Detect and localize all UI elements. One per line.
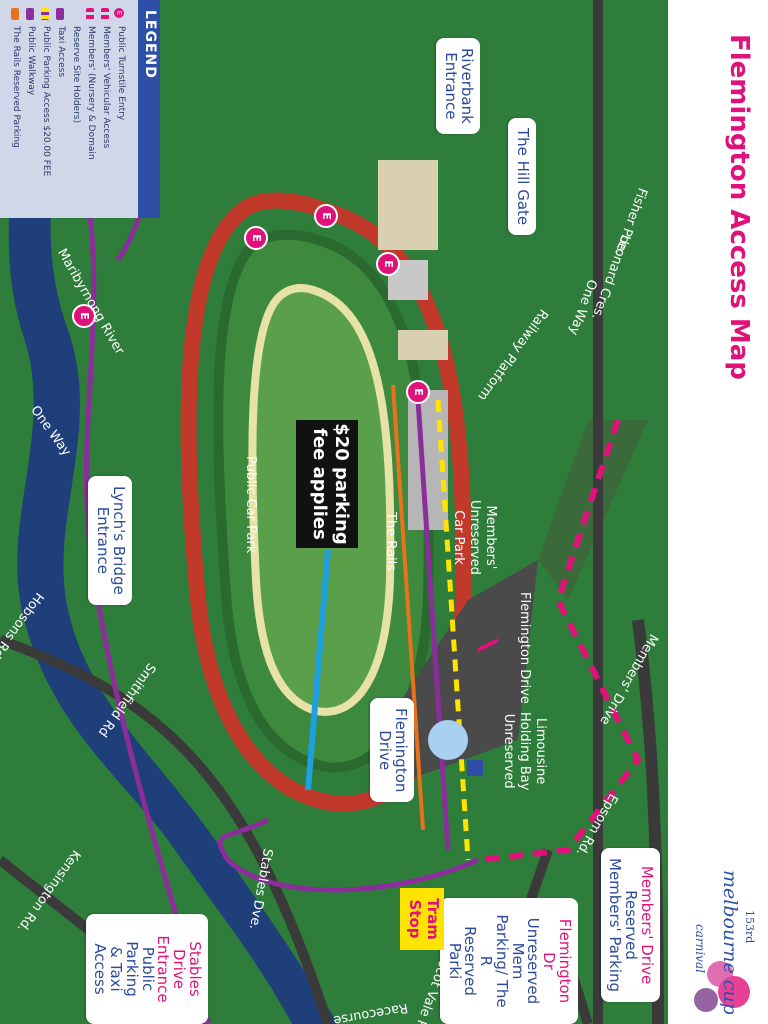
callout-stables-line3: & Taxi Access (91, 943, 126, 995)
callout-flem-res-line1: Unreserved Mem (508, 917, 543, 1005)
callout-members-drive-line1: Reserved (622, 890, 641, 960)
parking-fee-line2: fee applies (309, 428, 330, 540)
callout-lynchs-line2: Entrance (94, 506, 113, 574)
legend-item-label: Public Walkway (26, 26, 36, 96)
legend-item-label: Members' (Nursery & Domain (86, 26, 96, 160)
callout-stables-title: Stables Drive (170, 941, 204, 997)
callout-stables-line2: Public Parking (123, 941, 157, 997)
callout-members-drive-line2: Members' Parking (606, 858, 625, 993)
legend-heading: LEGEND (142, 10, 158, 79)
label-members-unreserved: Members' Unreserved Car Park (450, 500, 498, 575)
stand-3 (398, 330, 448, 360)
rails-reserved-route (391, 384, 425, 831)
public-parking-link (305, 549, 331, 791)
legend-item-label: Reserve Site Holders) (71, 26, 81, 124)
callout-flemington-drive: Flemington Drive (370, 698, 414, 803)
callout-hill-gate: The Hill Gate (508, 118, 536, 236)
legend-swatch (86, 8, 94, 20)
legend-swatch (11, 8, 19, 20)
callout-stables-line1: Entrance (154, 935, 173, 1003)
callout-hill-gate-line1: The Hill Gate (514, 128, 532, 226)
tram-stop-sign: Tram Stop (400, 888, 444, 950)
label-flemington-drive-road: Flemington Drive (517, 592, 532, 704)
logo-flowers (694, 961, 750, 1012)
callout-flem-res-title: Flemington Dr (540, 918, 574, 1004)
turnstile-entry-marker: E (314, 204, 338, 228)
road-smithfield (0, 635, 333, 1024)
label-members-unreserved-line1: Members' (483, 505, 498, 570)
label-members-unreserved-line3: Car Park (451, 510, 466, 565)
logo-name: melbourne cup (719, 870, 741, 1014)
legend-item-label: Public Parking Access $20.00 FEE (41, 26, 51, 177)
label-members-unreserved-line2: Unreserved (467, 500, 482, 575)
members-car-park (388, 560, 538, 780)
info-sign (467, 760, 483, 776)
turnstile-entry-marker: E (406, 380, 430, 404)
legend: LEGEND E Public Turnstile Entry Members' V… (0, 0, 160, 218)
callout-flemington-drive-reserved: Flemington Dr Unreserved Mem Parking/ Th… (440, 898, 578, 1024)
taxi-access-route (415, 399, 451, 851)
turnstile-entry-marker: E (244, 226, 268, 250)
members-vehicular-route (477, 419, 642, 863)
callout-lynchs-line1: Lynch's Bridge (110, 486, 128, 595)
tram-stop-line1: Tram (424, 898, 442, 940)
legend-swatch (56, 8, 64, 20)
callout-members-drive-title: Members' Drive (638, 865, 656, 985)
members-drive-marker (477, 638, 499, 652)
label-the-rails: The Rails (383, 512, 398, 572)
callout-stables-drive: Stables Drive Entrance Public Parking & … (85, 914, 208, 1024)
legend-item-label: Members' Vehicular Access (101, 26, 111, 149)
legend-swatch (26, 8, 34, 20)
stables-taxi-route (217, 817, 480, 893)
parking-fee-sign: $20 parking fee applies (296, 420, 358, 548)
callout-riverbank-line2: Entrance (442, 52, 461, 120)
label-limo-line1: Limousine (533, 718, 548, 785)
parking-fee-line1: $20 parking (331, 423, 352, 545)
logo-edition: 153rd (743, 910, 756, 943)
callout-riverbank-line1: Riverbank (458, 48, 476, 124)
legend-swatch (101, 8, 109, 20)
legend-swatch: E (114, 8, 124, 18)
callout-flem-drive-line2: Drive (376, 730, 395, 771)
legend-item-label: The Rails Reserved Parking (11, 26, 21, 148)
label-limo-line3: Unreserved (501, 713, 516, 789)
melbourne-cup-logo: 153rd melbourne cup carnival (693, 870, 756, 1014)
label-limousine: Limousine Holding Bay Unreserved (500, 712, 548, 790)
pond (428, 720, 468, 760)
turnstile-entry-marker: E (376, 252, 400, 276)
legend-header: LEGEND (138, 0, 160, 218)
public-parking-route (435, 399, 471, 861)
legend-item-label: Taxi Access (56, 26, 66, 78)
callout-riverbank: Riverbank Entrance (436, 38, 480, 134)
label-limo-line2: Holding Bay (517, 712, 532, 791)
legend-swatch (41, 8, 49, 20)
grandstand (378, 160, 438, 250)
label-public-car-park: Public Car Park (243, 456, 258, 554)
page-title: Flemington Access Map (724, 34, 754, 380)
legend-item-label: Public Turnstile Entry (116, 26, 126, 121)
callout-flem-res-line2: Parking/ The R (477, 914, 511, 1008)
callout-lynchs-bridge: Lynch's Bridge Entrance (88, 476, 132, 605)
tram-stop-line2: Stop (406, 899, 424, 939)
racetrack-outer (180, 192, 472, 812)
callout-flem-drive-line1: Flemington (392, 708, 410, 793)
callout-members-drive: Members' Drive Reserved Members' Parking (600, 848, 660, 1003)
logo-tag: carnival (693, 924, 707, 973)
